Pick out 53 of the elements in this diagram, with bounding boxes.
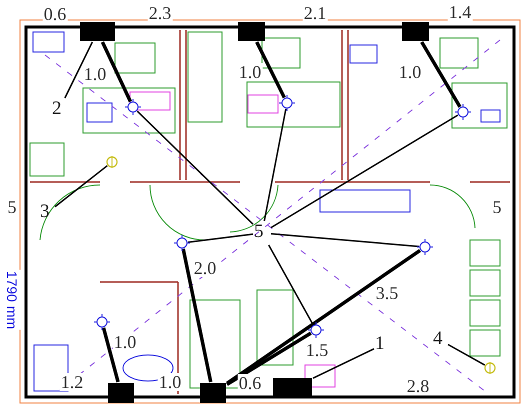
- distance-label: 5: [492, 198, 502, 216]
- mounting-block: [238, 22, 265, 41]
- cable-line: [255, 41, 286, 98]
- cable-line: [102, 327, 120, 382]
- cable-line: [182, 248, 212, 382]
- leader-line: [136, 110, 254, 225]
- leader-line: [270, 233, 420, 248]
- distance-label: 1.4: [448, 3, 472, 21]
- distance-label: 2.3: [148, 4, 172, 22]
- ceiling-light-symbol: [308, 322, 324, 338]
- callout-number: 5: [254, 222, 264, 242]
- distance-label: 1.0: [82, 65, 108, 83]
- callout-number: 4: [433, 329, 442, 349]
- mounting-block: [80, 22, 115, 41]
- mounting-block: [200, 383, 226, 403]
- distance-label: 1.0: [238, 63, 262, 81]
- distance-label: 2.0: [192, 259, 218, 277]
- ceiling-light-symbol: [455, 104, 471, 120]
- wall-fixture-symbol: [483, 361, 497, 375]
- distance-label: 2.1: [302, 4, 328, 22]
- distance-label: 1.0: [398, 63, 422, 81]
- leader-line: [312, 348, 374, 379]
- mounting-block: [108, 383, 134, 403]
- ceiling-light-symbol: [417, 239, 433, 255]
- ceiling-light-symbol: [94, 314, 110, 330]
- distance-label: 1.0: [112, 333, 138, 351]
- leader-line: [188, 233, 254, 243]
- cable-line: [100, 41, 132, 102]
- leader-line: [448, 344, 486, 366]
- cable-line: [226, 332, 312, 386]
- mounting-block: [273, 378, 312, 398]
- leader-line: [264, 108, 287, 222]
- callout-number: 2: [52, 99, 62, 119]
- distance-label: 1.0: [158, 373, 182, 391]
- callout-number: 1: [375, 334, 384, 354]
- distance-label: 1.5: [304, 341, 330, 359]
- leader-line: [268, 244, 314, 326]
- distance-label: 0.6: [238, 374, 262, 392]
- leader-line: [270, 114, 458, 228]
- cable-line: [226, 248, 422, 385]
- distance-label: 3.5: [374, 284, 400, 302]
- callout-number: 3: [40, 202, 50, 222]
- ceiling-light-symbol: [279, 95, 295, 111]
- leader-line: [54, 165, 108, 208]
- ceiling-light-symbol: [125, 99, 141, 115]
- mounting-block: [402, 22, 429, 41]
- distance-label: 0.6: [42, 5, 68, 23]
- distance-label: 2.8: [406, 377, 430, 395]
- ceiling-light-symbol: [174, 235, 190, 251]
- cable-line: [420, 41, 462, 108]
- distance-label: 5: [6, 198, 18, 216]
- leader-line: [64, 42, 94, 98]
- distance-label: 1.2: [60, 373, 84, 391]
